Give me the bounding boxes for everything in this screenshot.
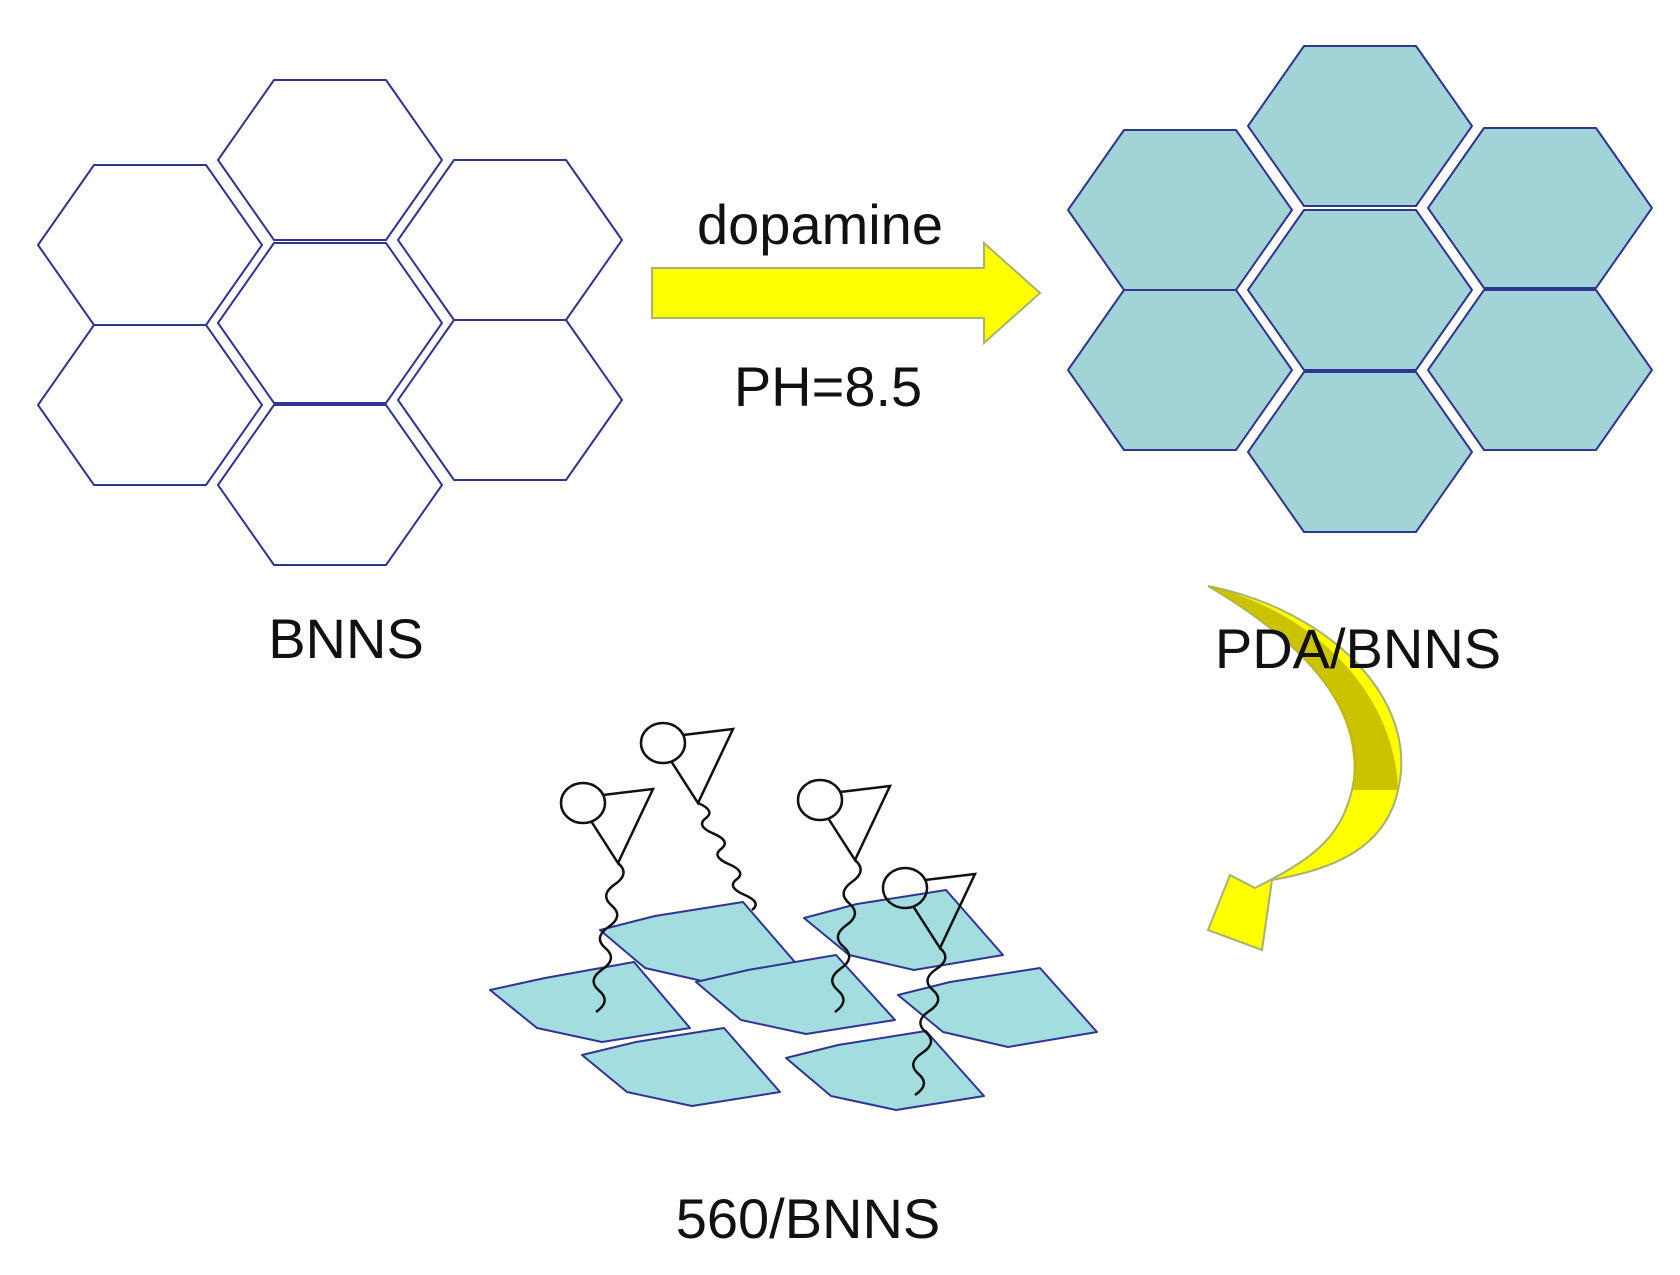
hexagon-outline: [397, 319, 623, 481]
polymer-chain-icon: [559, 781, 656, 1014]
hexagon-tilted: [581, 1027, 781, 1107]
curved-arrow-shade: [1208, 586, 1398, 790]
hexagon-filled: [1427, 289, 1653, 451]
hexagon-filled: [1067, 129, 1293, 291]
hexagon-tilted: [695, 954, 896, 1035]
arrow-top-label: dopamine: [697, 193, 943, 256]
polymer-chain-icon: [796, 778, 893, 1014]
hexagon-filled: [1247, 45, 1473, 207]
hexagon-outline: [217, 242, 443, 404]
pda-bnns-label: PDA/BNNS: [1215, 617, 1501, 680]
polymer-chain-icon: [881, 866, 978, 1097]
right-arrow-icon: [651, 240, 1042, 346]
bnns-sheet: [37, 79, 623, 566]
560-bnns-label: 560/BNNS: [676, 1187, 941, 1250]
hexagon-tilted: [897, 967, 1098, 1048]
grafted-chains: [559, 721, 978, 1097]
hexagon-filled: [1247, 371, 1473, 533]
polymer-chain-icon: [639, 721, 757, 911]
hexagon-outline: [217, 79, 443, 241]
hexagon-outline: [217, 404, 443, 566]
hexagon-tilted: [785, 1030, 985, 1111]
560-bnns-sheet: [489, 889, 1098, 1111]
pda-bnns-sheet: [1067, 45, 1653, 533]
hexagon-filled: [1427, 127, 1653, 289]
hexagon-outline: [397, 159, 623, 321]
hexagon-filled: [1067, 289, 1293, 451]
hexagon-filled: [1247, 209, 1473, 371]
hexagon-tilted: [489, 961, 691, 1043]
reaction-arrow: dopamine PH=8.5: [651, 193, 1042, 418]
arrow-bottom-label: PH=8.5: [734, 355, 922, 418]
bnns-label: BNNS: [268, 607, 424, 670]
curved-arrow: [1206, 585, 1403, 952]
hexagon-outline: [37, 164, 263, 326]
hexagon-outline: [37, 324, 263, 486]
